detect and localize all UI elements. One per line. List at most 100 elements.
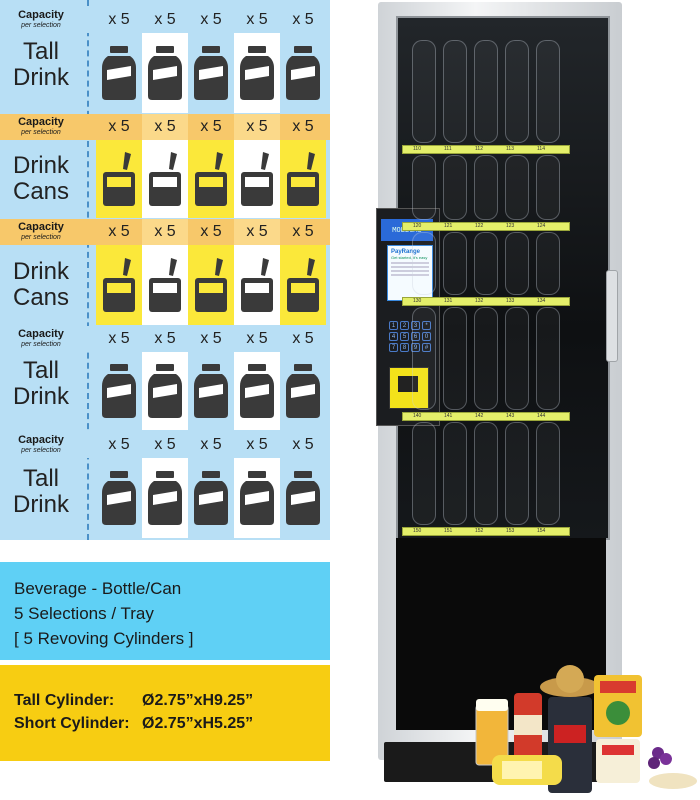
can-icon — [241, 152, 273, 206]
keypad-button[interactable]: 3 — [411, 321, 420, 330]
product-type-line: Drink — [12, 383, 69, 410]
capacity-value: x 5 — [188, 219, 234, 245]
cylinder-tube — [536, 40, 560, 143]
slot-number: 124 — [537, 223, 546, 229]
bottle-slot — [188, 352, 234, 430]
slot-number: 144 — [537, 413, 546, 419]
keypad-button[interactable]: 5 — [400, 332, 409, 341]
slot-number: 130 — [413, 298, 422, 304]
payrange-logo: PayRange — [391, 249, 421, 255]
slot-number: 151 — [444, 528, 453, 534]
capacity-value: x 5 — [280, 219, 326, 245]
slot-number: 153 — [506, 528, 515, 534]
bottle-slot — [234, 33, 280, 113]
bottle-slot — [234, 458, 280, 538]
capacity-label-sub: per selection — [21, 447, 61, 454]
keypad-button[interactable]: 2 — [400, 321, 409, 330]
bottle-icon — [194, 471, 228, 525]
keypad-button[interactable]: 1 — [389, 321, 398, 330]
product-display — [475, 665, 697, 793]
product-type-line: Cans — [12, 284, 70, 311]
cylinder-tube — [412, 422, 436, 525]
payrange-screen[interactable]: PayRange Get started, it's easy — [387, 245, 433, 301]
bottle-icon — [148, 364, 182, 418]
capacity-value: x 5 — [108, 11, 130, 28]
keypad-button[interactable]: * — [422, 321, 431, 330]
bottle-icon — [240, 364, 274, 418]
bottle-slot — [142, 33, 188, 113]
keypad-button[interactable]: 9 — [411, 343, 420, 352]
product-type-line: Tall — [22, 465, 59, 492]
bottle-slot — [234, 352, 280, 430]
cylinder-tube — [474, 422, 498, 525]
can-icon — [287, 152, 319, 206]
cylinder-tube — [474, 232, 498, 295]
capacity-value: x 5 — [234, 114, 280, 140]
slot-number: 152 — [475, 528, 484, 534]
slot-number: 113 — [506, 146, 514, 152]
cylinder-tube — [474, 40, 498, 143]
capacity-value: x 5 — [188, 114, 234, 140]
capacity-label-sub: per selection — [21, 234, 61, 241]
can-slot — [280, 245, 326, 325]
slot-number: 143 — [506, 413, 515, 419]
capacity-value: x 5 — [108, 436, 130, 453]
bill-slot — [398, 376, 418, 392]
capacity-value: x 5 — [142, 219, 188, 245]
capacity-label-main: Capacity — [18, 434, 64, 446]
keypad-button[interactable]: 7 — [389, 343, 398, 352]
cylinder-tube — [505, 40, 529, 143]
bill-acceptor[interactable] — [389, 367, 429, 409]
can-icon — [103, 152, 135, 206]
keypad-button[interactable]: 8 — [400, 343, 409, 352]
cylinder-dimensions-panel: Tall Cylinder:Ø2.75”xH9.25” Short Cylind… — [0, 665, 330, 761]
keypad-button[interactable]: 4 — [389, 332, 398, 341]
keypad-button[interactable]: # — [422, 343, 431, 352]
tall-cylinder-spec: Tall Cylinder:Ø2.75”xH9.25” — [14, 689, 330, 712]
cylinder-tube — [443, 422, 467, 525]
slot-number: 123 — [506, 223, 515, 229]
keypad-button[interactable]: 0 — [422, 332, 431, 341]
capacity-label-main: Capacity — [18, 116, 64, 128]
can-icon — [195, 152, 227, 206]
tall-cylinder-value: Ø2.75”xH9.25” — [142, 692, 254, 709]
slot-number: 111 — [444, 146, 452, 152]
slot-number: 134 — [537, 298, 546, 304]
slot-number: 122 — [475, 223, 484, 229]
slot-number: 154 — [537, 528, 546, 534]
door-handle[interactable] — [606, 270, 618, 362]
capacity-value: x 5 — [292, 330, 314, 347]
can-slot — [142, 245, 188, 325]
capacity-value: x 5 — [280, 114, 326, 140]
can-slot — [142, 140, 188, 218]
capacity-label-sub: per selection — [21, 129, 61, 136]
info-line-3: [ 5 Revoving Cylinders ] — [14, 629, 194, 648]
keypad-button[interactable]: 6 — [411, 332, 420, 341]
cylinder-tube — [474, 155, 498, 220]
bottle-icon — [286, 471, 320, 525]
slot-number: 142 — [475, 413, 484, 419]
product-type-line: Drink — [12, 64, 69, 91]
slot-number: 114 — [537, 146, 545, 152]
can-icon — [195, 258, 227, 312]
bottle-icon — [102, 46, 136, 100]
bottle-slot — [280, 458, 326, 538]
info-line-1: Beverage - Bottle/Can — [14, 579, 182, 598]
bottle-slot — [142, 458, 188, 538]
